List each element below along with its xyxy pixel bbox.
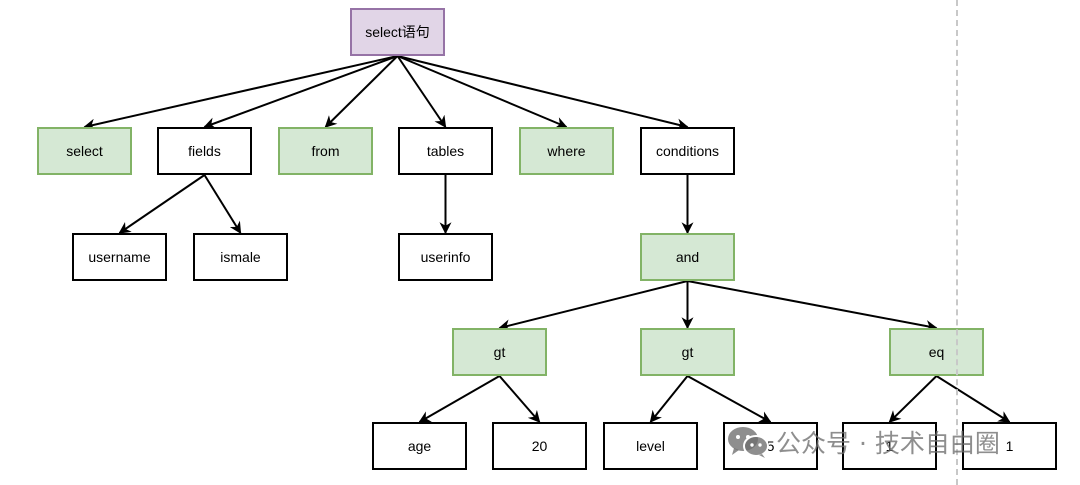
node-fields: fields — [157, 127, 252, 175]
edge-root-conditions — [397, 55, 689, 131]
node-ismale: ismale — [193, 233, 288, 281]
edge-gt2-level — [649, 375, 689, 423]
edge-root-from — [324, 55, 399, 128]
node-v5: 5 — [723, 422, 818, 470]
node-one1: 1 — [842, 422, 937, 470]
dashed-divider — [956, 0, 958, 485]
edge-and-gt1 — [498, 280, 688, 332]
edge-gt2-v5 — [687, 375, 772, 423]
edge-gt1-age — [418, 375, 500, 423]
node-from: from — [278, 127, 373, 175]
node-and: and — [640, 233, 735, 281]
node-one2: 1 — [962, 422, 1057, 470]
node-username: username — [72, 233, 167, 281]
node-level: level — [603, 422, 698, 470]
node-age: age — [372, 422, 467, 470]
node-where: where — [519, 127, 614, 175]
node-eq: eq — [889, 328, 984, 376]
edge-root-fields — [203, 55, 398, 129]
edge-root-select — [83, 55, 398, 131]
edge-fields-ismale — [203, 174, 242, 235]
node-userinfo: userinfo — [398, 233, 493, 281]
edge-eq-one2 — [935, 375, 1011, 423]
edge-gt1-v20 — [498, 375, 541, 423]
node-gt2: gt — [640, 328, 735, 376]
node-gt1: gt — [452, 328, 547, 376]
node-conditions: conditions — [640, 127, 735, 175]
node-tables: tables — [398, 127, 493, 175]
edge-root-where — [397, 55, 568, 129]
node-select: select — [37, 127, 132, 175]
edge-fields-username — [118, 174, 206, 234]
edge-eq-one1 — [888, 375, 938, 423]
edge-root-tables — [396, 55, 447, 128]
node-v20: 20 — [492, 422, 587, 470]
node-root: select语句 — [350, 8, 445, 56]
edge-and-eq — [687, 280, 938, 332]
